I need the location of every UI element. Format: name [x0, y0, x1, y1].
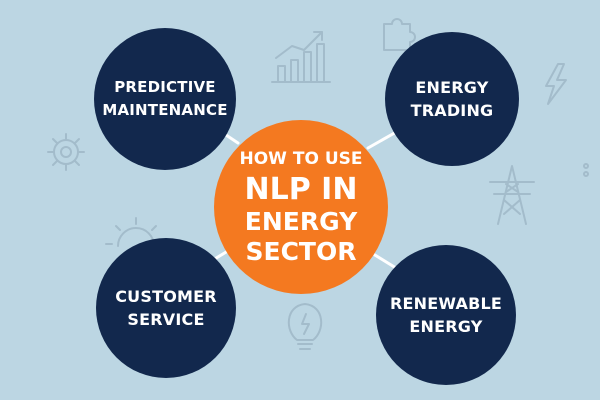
node-energy-trading-label: ENERGY TRADING [410, 78, 494, 120]
node-predictive-maintenance-label: PREDICTIVE MAINTENANCE [102, 78, 228, 119]
connector-trading [366, 129, 400, 150]
power-tower-icon [489, 165, 535, 225]
dots-icon [583, 163, 589, 177]
node-energy-trading: ENERGY TRADING [385, 32, 519, 166]
puzzle-piece-icon [383, 18, 416, 51]
node-customer-service-label: CUSTOMER SERVICE [115, 287, 217, 329]
hub-title-line-3: ENERGY [244, 207, 358, 236]
gear-icon [47, 133, 85, 171]
hub-title-line-1: HOW TO USE [239, 149, 363, 169]
hub-title-line-2: NLP IN [244, 172, 358, 207]
bar-chart-growth-icon [271, 31, 331, 83]
node-predictive-maintenance: PREDICTIVE MAINTENANCE [94, 28, 236, 170]
lightbulb-icon [287, 303, 323, 350]
node-renewable-energy: RENEWABLE ENERGY [376, 245, 516, 385]
node-customer-service: CUSTOMER SERVICE [96, 238, 236, 378]
connector-renewable [368, 250, 398, 270]
lightning-bolt-icon [545, 63, 567, 105]
node-renewable-energy-label: RENEWABLE ENERGY [389, 294, 502, 336]
hub-title-line-4: SECTOR [245, 237, 357, 266]
central-hub: HOW TO USE NLP IN ENERGY SECTOR [214, 120, 388, 294]
